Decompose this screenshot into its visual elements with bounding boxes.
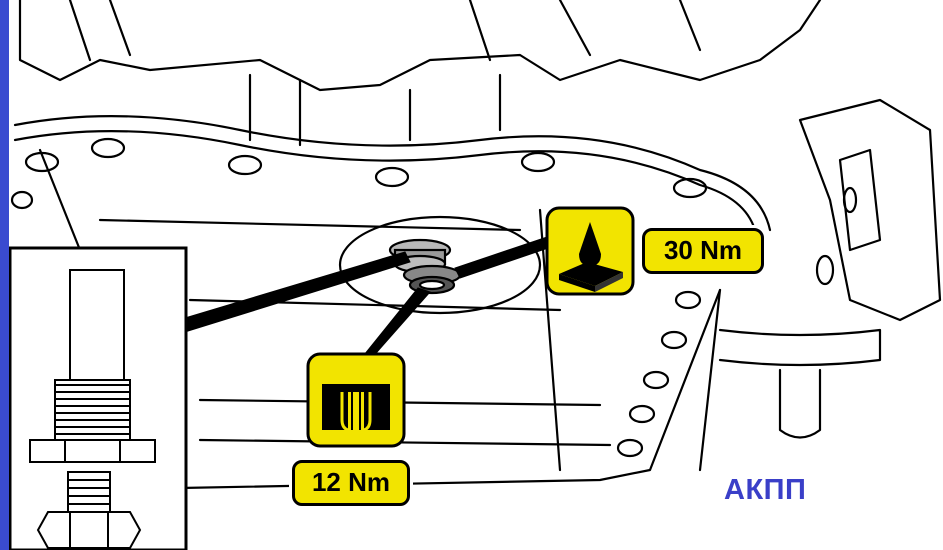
inset-panel [8, 246, 188, 550]
leader-lines [184, 233, 561, 361]
left-edge-bar [0, 0, 9, 550]
pan-inner-line [98, 218, 612, 447]
inset-bolt [29, 269, 156, 549]
right-tube [718, 328, 882, 367]
sealing-washer-icon [306, 352, 406, 448]
flange-bolts [10, 137, 708, 458]
drain-boss [338, 215, 542, 315]
right-pipe [778, 368, 822, 439]
housing-ribs-lower [248, 73, 502, 147]
drain-plug-assembly [388, 238, 462, 295]
right-component [798, 98, 942, 322]
pan-flange-top [13, 115, 772, 232]
torque-label-12nm: 12 Nm [292, 460, 410, 506]
housing-rib-1 [68, 0, 702, 62]
leader-inset [184, 251, 411, 333]
pan-inner-right [538, 208, 722, 472]
sealant-drop-icon [545, 206, 635, 296]
right-bracket [838, 148, 882, 252]
caption-akpp: АКПП [724, 474, 807, 506]
torque-label-30nm: 30 Nm [642, 228, 764, 274]
pan-flange-top-inner [13, 130, 757, 232]
housing-upper-outline [18, 0, 822, 92]
pan-body-bottom [178, 288, 722, 490]
